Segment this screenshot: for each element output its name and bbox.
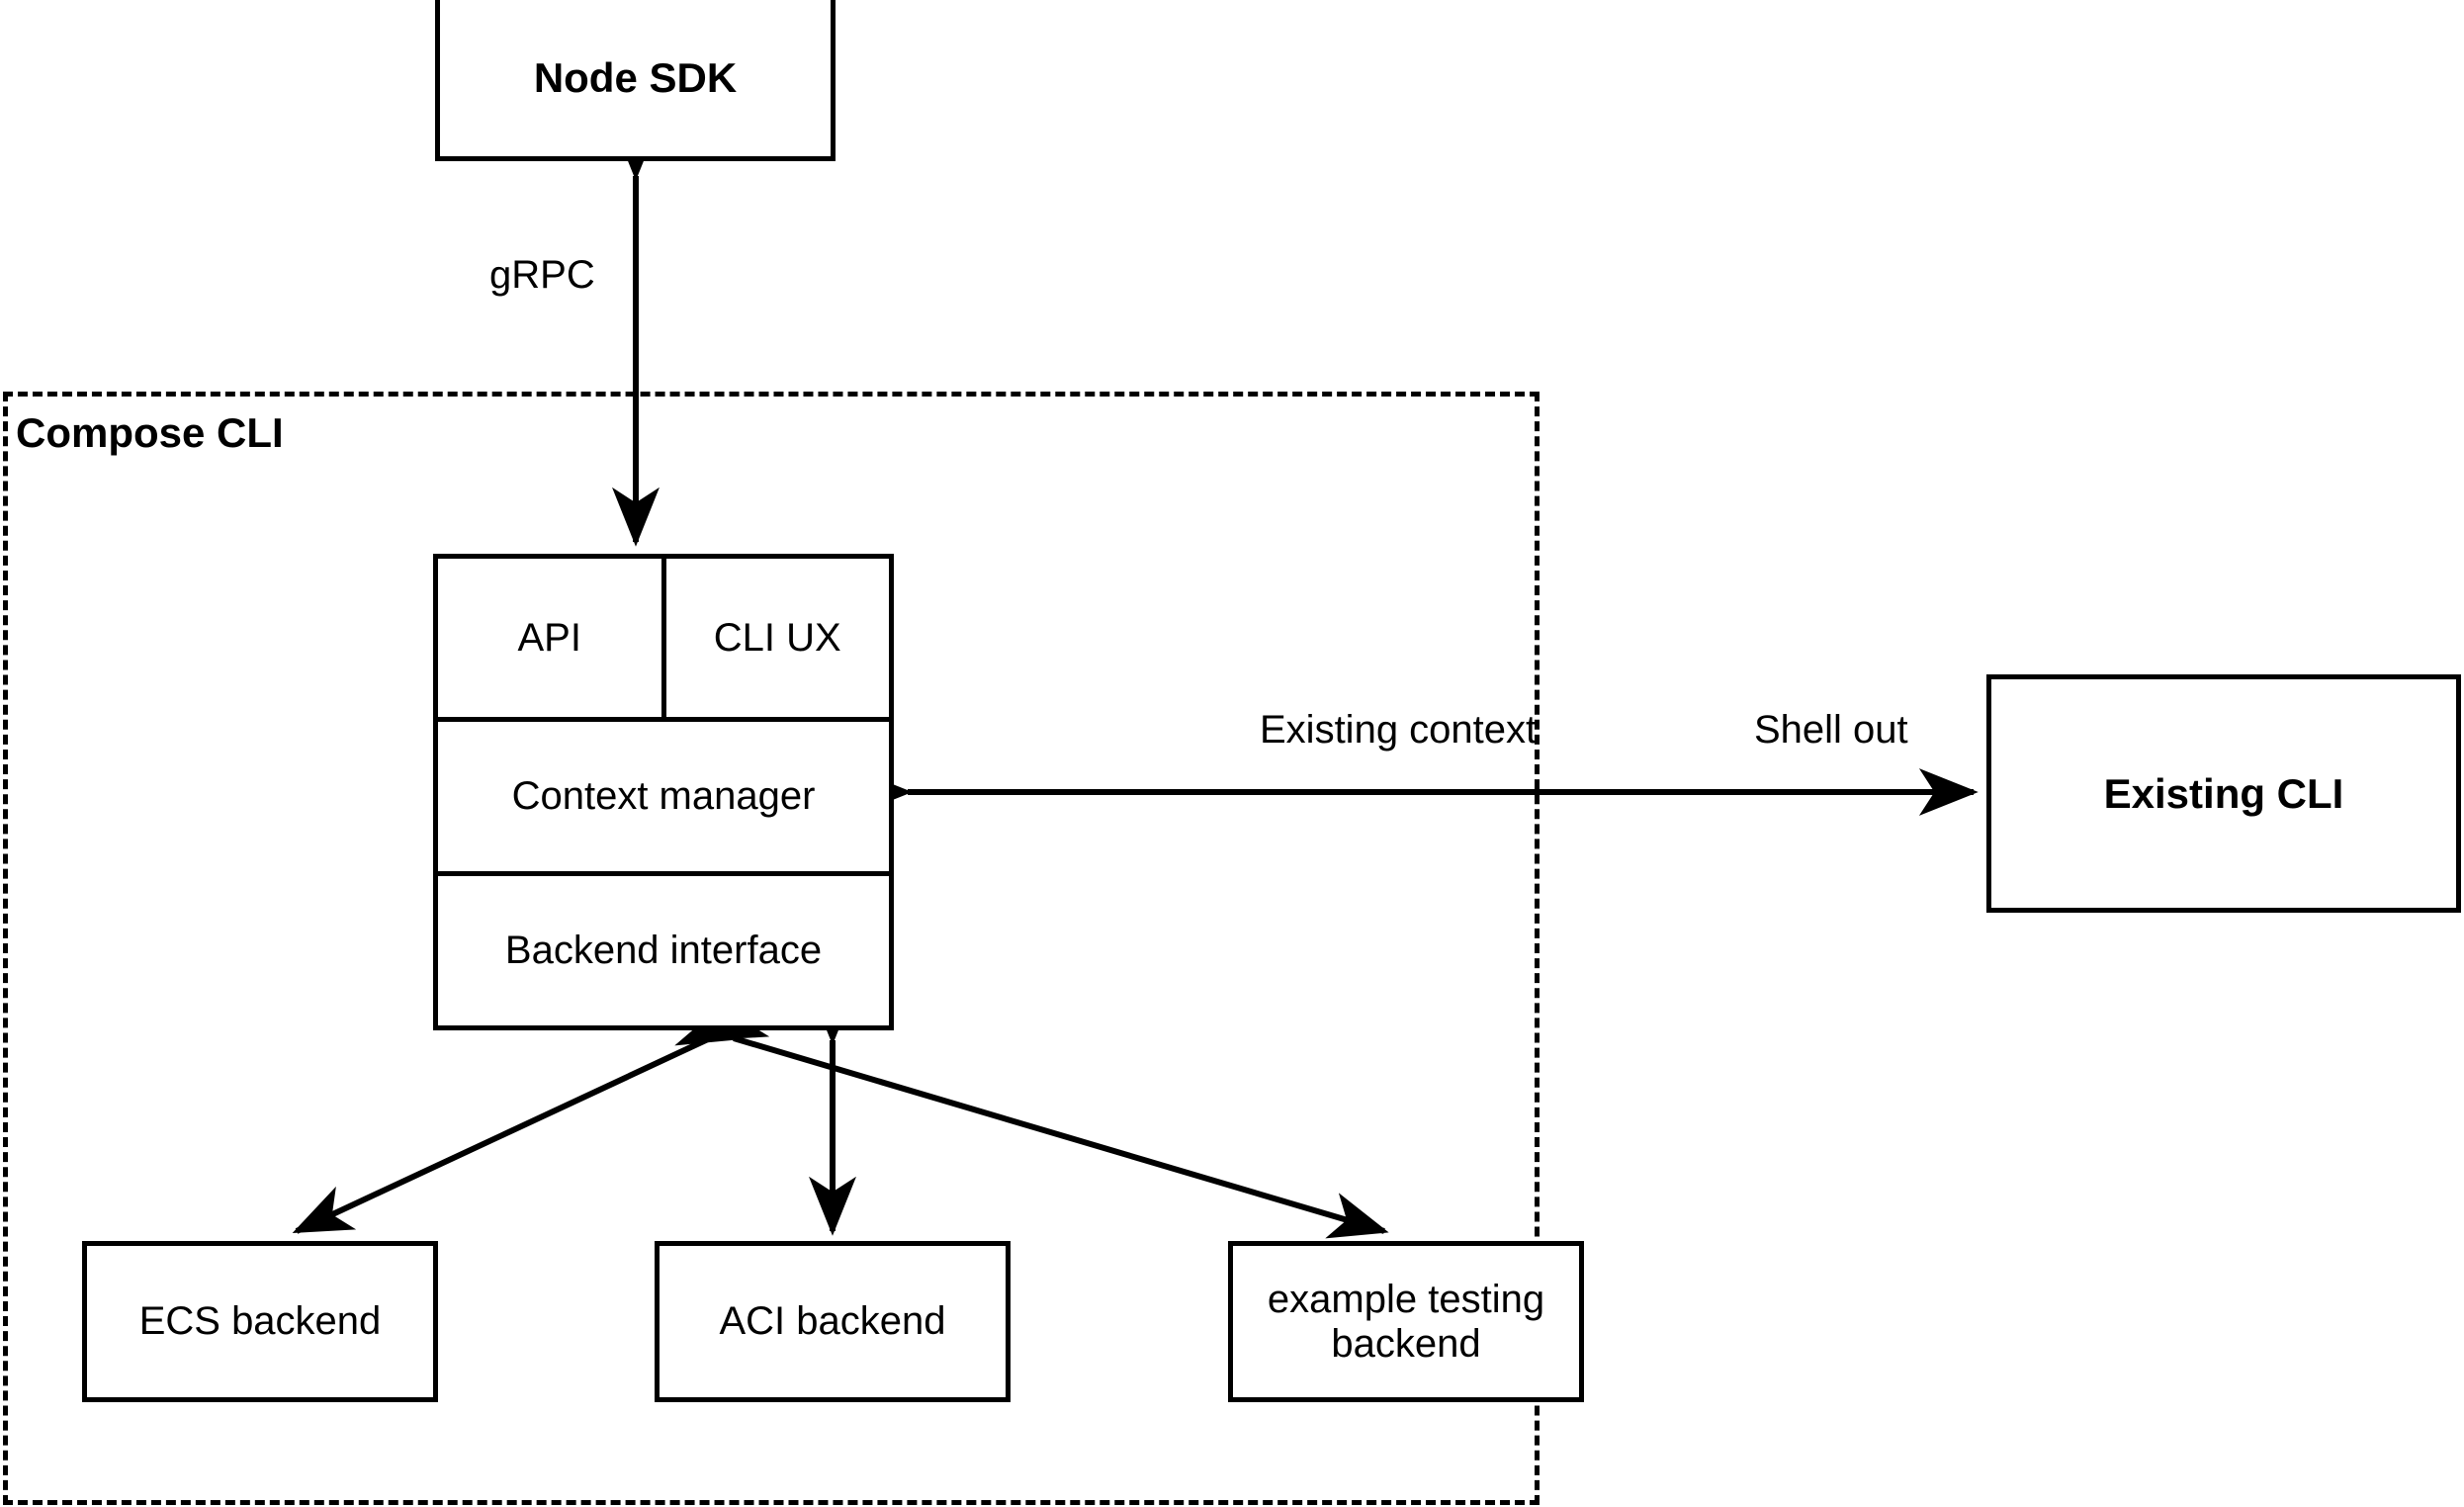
backend-interface-label: Backend interface xyxy=(504,929,823,972)
context-manager-label: Context manager xyxy=(511,774,816,818)
compose-cli-title: Compose CLI xyxy=(16,409,284,456)
context-manager-cell[interactable]: Context manager xyxy=(438,722,889,871)
existing-context-edge-label: Existing context xyxy=(1260,708,1538,752)
core-row-api: API CLI UX xyxy=(438,559,889,717)
ecs-backend-box[interactable]: ECS backend xyxy=(82,1241,438,1402)
node-sdk-label: Node SDK xyxy=(533,54,738,102)
core-row-context-manager: Context manager xyxy=(438,717,889,871)
aci-backend-label: ACI backend xyxy=(719,1299,946,1344)
ecs-backend-label: ECS backend xyxy=(138,1299,382,1344)
node-sdk-box[interactable]: Node SDK xyxy=(435,0,836,161)
cli-ux-label: CLI UX xyxy=(713,615,841,660)
core-row-backend-interface: Backend interface xyxy=(438,871,889,1025)
api-label: API xyxy=(517,615,581,660)
example-testing-backend-box[interactable]: example testing backend xyxy=(1228,1241,1584,1402)
existing-cli-box[interactable]: Existing CLI xyxy=(1986,674,2461,913)
grpc-edge-label: gRPC xyxy=(489,253,595,297)
example-testing-backend-label: example testing backend xyxy=(1267,1277,1545,1366)
compose-cli-boundary xyxy=(3,392,1540,1505)
cli-ux-cell[interactable]: CLI UX xyxy=(660,559,890,717)
existing-cli-label: Existing CLI xyxy=(2103,769,2344,817)
compose-cli-core-stack: API CLI UX Context manager Backend inter… xyxy=(433,554,894,1030)
api-cell[interactable]: API xyxy=(438,559,661,717)
shell-out-edge-label: Shell out xyxy=(1754,708,1908,752)
backend-interface-cell[interactable]: Backend interface xyxy=(438,876,889,1025)
aci-backend-box[interactable]: ACI backend xyxy=(655,1241,1011,1402)
